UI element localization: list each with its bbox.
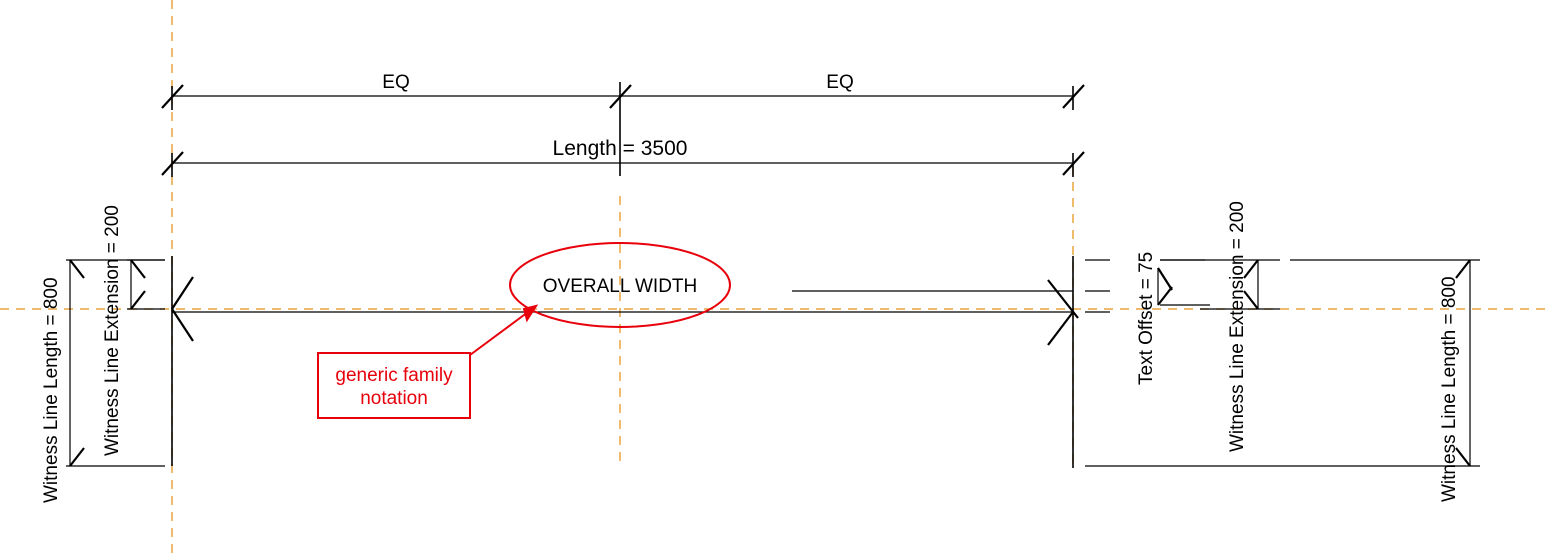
callout-arrowhead	[522, 304, 539, 323]
left-ext-arrow-top	[130, 259, 146, 279]
left-witness-extension-label: Witness Line Extension = 200	[102, 205, 123, 456]
left-len-arrow-bottom	[69, 447, 85, 467]
right-tick-slash	[1047, 279, 1079, 319]
overall-width-tag-group: OVERALL WIDTH	[509, 242, 731, 328]
right-tick-slash-lower	[1047, 311, 1074, 346]
right-text-offset-label: Text Offset = 75	[1136, 252, 1157, 385]
eq-tick-center	[609, 84, 632, 109]
callout-line-1: generic family	[335, 365, 453, 386]
left-witness-length-label: Witness Line Length = 800	[41, 277, 62, 503]
generic-family-callout: generic family notation	[317, 304, 539, 419]
right-text-offset-annotation: Text Offset = 75	[1085, 252, 1210, 385]
left-arrowhead-upper	[171, 276, 194, 310]
right-ext-arrow-bottom	[1243, 290, 1259, 310]
length-label: Length = 3500	[553, 137, 688, 160]
eq-tick-right	[1062, 84, 1085, 109]
left-witness-extension-annotation: Witness Line Extension = 200	[102, 205, 165, 456]
right-witness-length-annotation: Witness Line Length = 800	[1085, 259, 1480, 502]
eq-tick-left	[161, 84, 184, 109]
overall-width-dimension	[171, 256, 1079, 468]
overall-length-dimension: Length = 3500	[161, 137, 1085, 177]
text-offset-arrow-top	[1157, 267, 1173, 291]
eq-label-left: EQ	[382, 72, 409, 93]
callout-leader-line	[469, 311, 529, 356]
overall-width-ellipse	[509, 242, 731, 328]
length-tick-left	[161, 151, 184, 176]
eq-dimension-string: EQ EQ	[161, 72, 1085, 176]
right-witness-extension-annotation: Witness Line Extension = 200	[1160, 201, 1280, 452]
left-arrowhead-lower	[171, 308, 194, 342]
right-witness-length-label: Witness Line Length = 800	[1439, 276, 1460, 502]
right-len-arrow-top	[1455, 259, 1471, 279]
callout-box	[317, 352, 471, 419]
text-offset-arrow-bottom	[1157, 286, 1173, 306]
callout-line-2: notation	[360, 388, 428, 409]
left-ext-arrow-bottom	[130, 290, 146, 310]
right-witness-extension-label: Witness Line Extension = 200	[1227, 201, 1248, 452]
length-tick-right	[1062, 151, 1085, 176]
left-len-arrow-top	[69, 259, 85, 279]
left-witness-length-annotation: Witness Line Length = 800	[41, 259, 165, 503]
right-len-arrow-bottom	[1455, 447, 1471, 467]
overall-width-label: OVERALL WIDTH	[543, 276, 698, 297]
eq-label-right: EQ	[826, 72, 853, 93]
right-ext-arrow-top	[1243, 259, 1259, 279]
